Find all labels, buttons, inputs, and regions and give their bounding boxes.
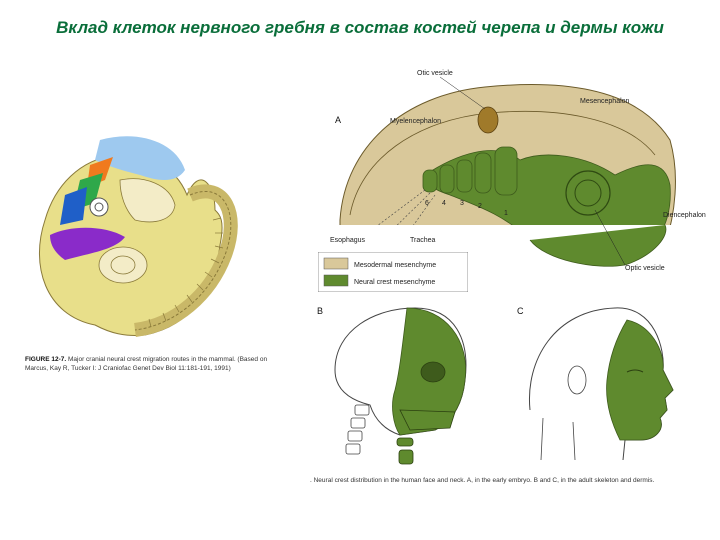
- legend-label-mesoderm: Mesodermal mesenchyme: [354, 262, 436, 269]
- caption-label: FIGURE 12-7.: [25, 356, 66, 363]
- panel-b-letter: B: [317, 306, 323, 316]
- panel-c: C: [515, 300, 715, 470]
- panel-b: B: [315, 300, 515, 470]
- label-trachea: Trachea: [410, 237, 436, 244]
- eye-icon: [90, 198, 108, 216]
- otic-vesicle: [478, 107, 498, 133]
- label-optic-vesicle: Optic vesicle: [625, 265, 665, 272]
- label-otic-vesicle: Otic vesicle: [417, 70, 453, 77]
- left-figure-caption: FIGURE 12-7. Major cranial neural crest …: [25, 355, 290, 373]
- label-mesencephalon: Mesencephalon: [580, 98, 630, 105]
- heart-bulge: [99, 247, 147, 283]
- ear: [568, 366, 586, 394]
- right-figure-caption: . Neural crest distribution in the human…: [310, 476, 715, 485]
- legend-swatch-neural-crest: [324, 275, 348, 286]
- arch-4: 4: [442, 200, 446, 207]
- legend-swatch-mesoderm: [324, 258, 348, 269]
- label-esophagus: Esophagus: [330, 237, 366, 244]
- arch-2: 2: [478, 203, 482, 210]
- legend: Mesodermal mesenchyme Neural crest mesen…: [318, 252, 468, 292]
- panel-a-letter: A: [335, 115, 341, 125]
- cervical-spine: [346, 405, 369, 454]
- panel-c-letter: C: [517, 306, 524, 316]
- arch-1: 1: [504, 210, 508, 217]
- arch-3: 3: [460, 200, 464, 207]
- hyoid-larynx: [397, 438, 413, 464]
- label-myelencephalon: Myelencephalon: [390, 118, 441, 125]
- arch-6: 6: [425, 200, 429, 207]
- head-profile-illustration: C: [515, 300, 715, 470]
- legend-label-neural-crest: Neural crest mesenchyme: [354, 279, 435, 286]
- embryo-figure: [25, 125, 290, 350]
- slide-title: Вклад клеток нервного гребня в состав ко…: [0, 18, 720, 38]
- label-diencephalon: Diencephalon: [663, 212, 706, 219]
- skull-illustration: B: [315, 300, 515, 470]
- embryo-illustration: [25, 125, 290, 350]
